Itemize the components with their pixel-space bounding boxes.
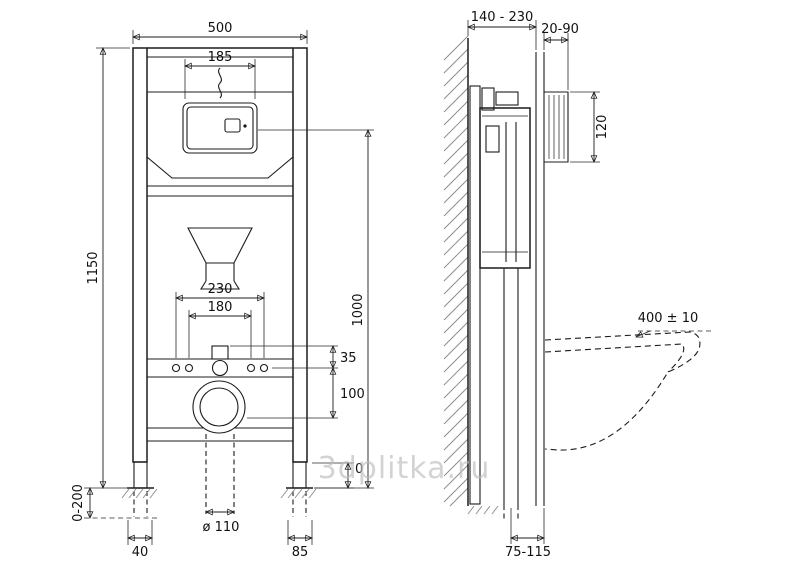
dim-label-plate-height: 120 — [595, 115, 610, 140]
frame-right-rail — [292, 47, 308, 463]
dim-drain-offset: 100 — [329, 367, 365, 419]
dim-label-drain-offset: 100 — [340, 387, 365, 402]
flush-funnel — [187, 227, 253, 264]
floor-hatch — [467, 505, 499, 515]
dim-label-floor-reference: 0 — [355, 462, 363, 477]
flush-plate-side — [544, 91, 569, 163]
dim-finish-thickness: 20-90 — [541, 22, 579, 90]
dim-label-left-foot-offset: 40 — [132, 545, 149, 560]
water-inlet — [211, 345, 229, 360]
dim-right-foot-offset: 85 — [287, 520, 313, 560]
top-bracket — [481, 87, 495, 111]
side-frame-rail — [469, 85, 481, 505]
dim-label-flush-center-height: 1000 — [351, 293, 366, 326]
dim-label-drain-diameter: ø 110 — [203, 520, 240, 535]
toilet-bowl-outline — [544, 331, 701, 451]
left-foot — [133, 461, 148, 489]
dim-label-leg-adjustment: 0-200 — [71, 484, 86, 522]
fill-valve-head — [495, 91, 519, 106]
float-valve — [485, 125, 500, 153]
cistern-side — [479, 107, 531, 269]
dim-leg-adjustment: 0-200 — [71, 484, 160, 522]
dim-fixing-outer: 230 — [175, 282, 265, 358]
drain-socket-inner — [199, 387, 239, 427]
flush-plate — [182, 102, 258, 154]
frame-left-rail — [132, 47, 148, 463]
dim-drain-diameter: ø 110 — [203, 508, 240, 535]
odor-vent-icon — [218, 67, 222, 99]
dim-label-outlet-distance: 75-115 — [505, 545, 551, 560]
wall-hatch — [443, 35, 469, 507]
fixing-bolt — [171, 363, 181, 373]
fixing-bolt — [259, 363, 269, 373]
front-view: 500 185 1150 100 0 230 — [71, 21, 374, 560]
dim-plate-width: 185 — [184, 50, 256, 99]
dim-floor-reference: 0 — [312, 462, 363, 489]
right-foot — [292, 461, 307, 489]
dim-label-fixing-inner: 180 — [208, 300, 233, 315]
dim-label-frame-height: 1150 — [86, 251, 101, 284]
dim-label-bowl-height: 400 ± 10 — [638, 311, 699, 326]
dim-left-foot-offset: 40 — [127, 520, 153, 560]
dim-bowl-height: 400 ± 10 — [635, 311, 714, 338]
fixing-bolt — [246, 363, 256, 373]
dim-fixing-inner: 180 — [188, 300, 252, 358]
dim-label-plate-width: 185 — [208, 50, 233, 65]
drain-socket-outer — [192, 380, 246, 434]
dim-inlet-offset: 35 — [230, 345, 357, 419]
ground-hatch — [121, 488, 317, 499]
dim-label-fixing-outer: 230 — [208, 282, 233, 297]
dim-label-finish-thickness: 20-90 — [541, 22, 579, 37]
fixing-bolt — [184, 363, 194, 373]
flush-pipe-bell — [200, 280, 240, 290]
watermark: 3dplitka.ru — [318, 451, 491, 486]
dim-outlet-distance: 75-115 — [505, 508, 551, 560]
dim-total-width: 500 — [132, 21, 308, 44]
dim-label-right-foot-offset: 85 — [292, 545, 309, 560]
dim-frame-height: 1150 — [84, 47, 130, 489]
cistern-tank — [146, 91, 294, 179]
dim-frame-depth: 140 - 230 — [467, 10, 537, 50]
dim-plate-height: 120 — [570, 91, 610, 163]
dim-label-frame-depth: 140 - 230 — [471, 10, 534, 25]
dim-flush-center-height: 100 0 — [258, 129, 374, 489]
flush-button — [224, 118, 241, 133]
dim-label-total-width: 500 — [208, 21, 233, 36]
dim-label-inlet-offset: 35 — [340, 351, 357, 366]
side-view: 140 - 230 20-90 120 400 ± 10 75-115 — [443, 10, 714, 560]
